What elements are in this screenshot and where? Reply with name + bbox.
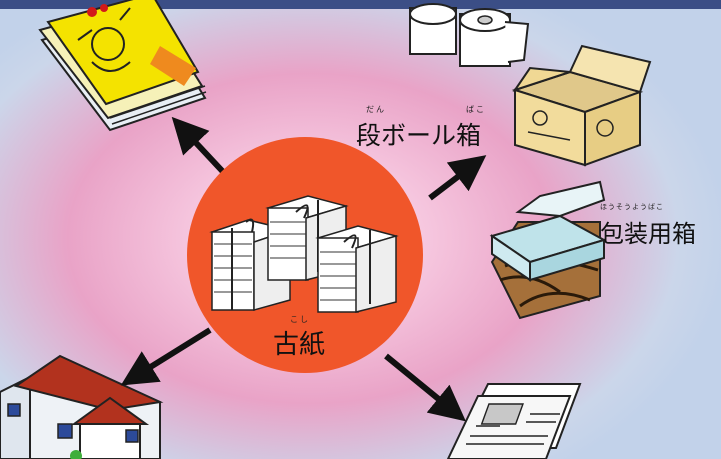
center-ruby: こし [290, 315, 310, 324]
cardboard-box-label: 段ボール箱 [356, 121, 482, 150]
gift-box-icon [489, 180, 607, 320]
cardboard-ruby-2: ばこ [466, 105, 486, 114]
magazine-stack-icon [38, 0, 207, 132]
center-label: 古紙 [273, 330, 326, 360]
house-icon [0, 354, 164, 459]
arrows [120, 116, 487, 422]
toilet-paper-icon [409, 3, 530, 67]
arrow-to-magazines [171, 116, 229, 178]
top-bar [0, 0, 721, 9]
newspaper-icon [446, 383, 582, 459]
gift-box-label: 包装用箱 [600, 220, 696, 248]
cardboard-ruby-1: だん [366, 105, 386, 114]
arrow-to-newspaper [384, 353, 466, 422]
cardboard-box-icon [511, 44, 652, 167]
arrow-to-house [120, 327, 212, 386]
arrow-to-cardboard [428, 155, 487, 201]
gift-box-ruby: ほうそうようばこ [600, 203, 664, 211]
paper-bundle-icon [209, 195, 399, 313]
